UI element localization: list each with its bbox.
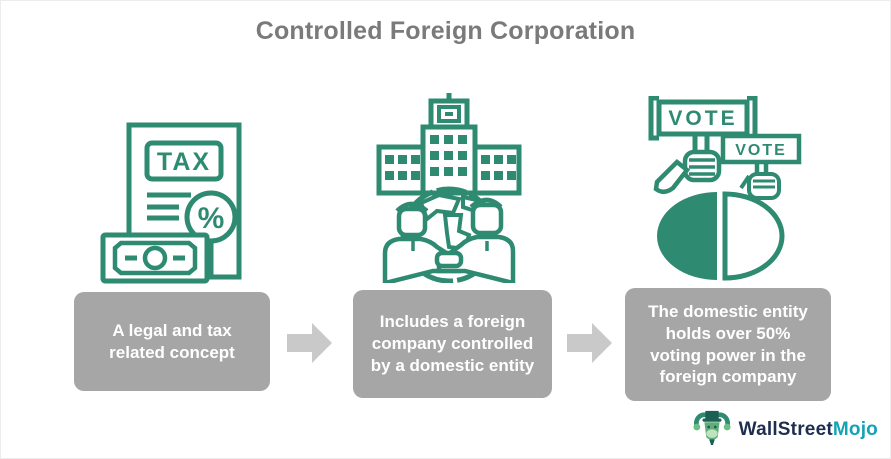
percent-sign: % xyxy=(198,202,225,235)
step-box-1: A legal and tax related concept xyxy=(74,292,270,391)
vote-label-bottom: VOTE xyxy=(735,142,787,159)
vote-label-top: VOTE xyxy=(668,107,737,130)
arrow-right-icon xyxy=(567,321,613,365)
step-box-3: The domestic entity holds over 50% votin… xyxy=(625,288,831,401)
page-title: Controlled Foreign Corporation xyxy=(255,17,636,45)
bull-mascot-icon xyxy=(691,409,733,450)
step-box-2: Includes a foreign company controlled by… xyxy=(353,290,552,398)
tax-document-icon: TAX % xyxy=(99,117,247,285)
tax-label: TAX xyxy=(157,148,211,176)
logo-wordmark: WallStreetMojo xyxy=(739,419,878,441)
vote-majority-icon: VOTE VOTE xyxy=(637,95,805,284)
logo-text-wallstreet: WallStreet xyxy=(738,418,833,440)
majority-half xyxy=(657,192,717,280)
logo-text-mojo: Mojo xyxy=(832,418,878,440)
minority-half xyxy=(722,191,785,281)
wallstreetmojo-logo: WallStreetMojo xyxy=(691,409,878,450)
arrow-right-icon xyxy=(287,321,333,365)
corporation-globe-handshake-icon xyxy=(373,91,525,286)
